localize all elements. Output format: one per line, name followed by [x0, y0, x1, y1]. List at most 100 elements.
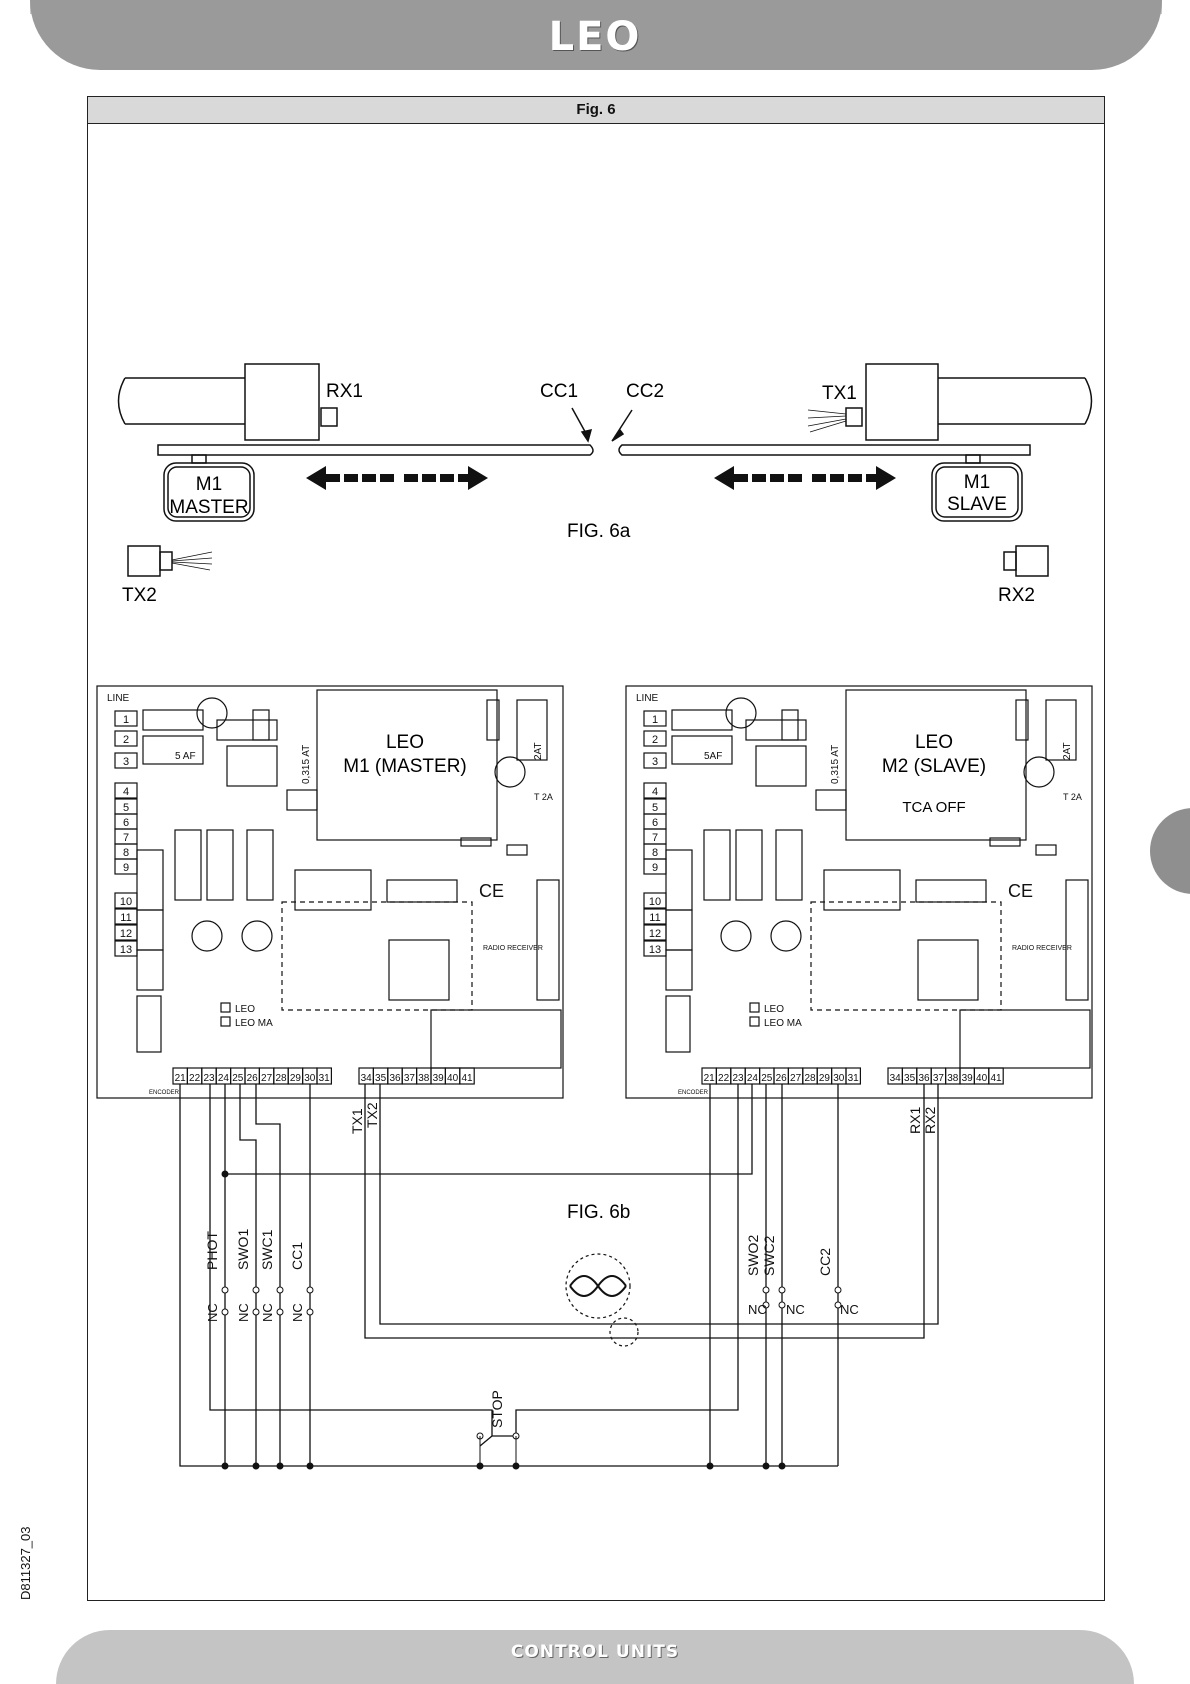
capacitor	[725, 697, 757, 729]
junction	[276, 1462, 284, 1470]
checkbox	[749, 1016, 760, 1027]
component	[815, 789, 847, 811]
line-label: LINE	[107, 693, 130, 704]
fuse-label: 2AT	[1062, 742, 1073, 760]
component	[226, 745, 278, 787]
junction	[706, 1462, 714, 1470]
terminal	[114, 730, 138, 747]
terminal-number: 21	[175, 1073, 187, 1084]
terminal	[114, 710, 138, 727]
terminal-number: 5	[123, 802, 129, 814]
right-post	[938, 377, 1093, 425]
tx2-wire-label: TX2	[364, 1102, 380, 1128]
terminal-number: 6	[123, 817, 129, 829]
contact-node	[778, 1286, 786, 1294]
terminal	[643, 730, 667, 747]
terminal-number: 35	[375, 1073, 387, 1084]
contact-label: PHOT	[204, 1231, 220, 1270]
terminal-number: 9	[123, 862, 129, 874]
tx1-lens	[845, 407, 863, 427]
fuse-label: 2AT	[533, 742, 544, 760]
component	[665, 949, 693, 991]
wiring	[179, 1084, 939, 1470]
terminal-number: 7	[123, 832, 129, 844]
contact-node	[276, 1308, 284, 1316]
m1-motor	[163, 462, 255, 522]
terminal-number: 7	[652, 832, 658, 844]
component	[1015, 699, 1029, 741]
terminal	[643, 710, 667, 727]
contact-node	[221, 1286, 229, 1294]
component	[246, 829, 274, 901]
terminal-number: 3	[652, 756, 658, 768]
terminal	[114, 752, 138, 769]
wire	[255, 1084, 281, 1466]
terminal-number: 22	[718, 1073, 730, 1084]
tx-rx-line-1	[364, 1084, 925, 1339]
contact-node	[834, 1301, 842, 1309]
fig6b-caption: FIG. 6b	[567, 1202, 630, 1223]
terminal-number: 39	[433, 1073, 445, 1084]
contact-node	[834, 1286, 842, 1294]
component	[136, 909, 164, 951]
component	[989, 837, 1021, 847]
component	[136, 995, 162, 1053]
contact-node	[306, 1308, 314, 1316]
terminal-number: 38	[947, 1073, 959, 1084]
component	[430, 1009, 562, 1069]
junction	[252, 1462, 260, 1470]
terminal-number: 22	[189, 1073, 201, 1084]
terminal-number: 34	[361, 1073, 373, 1084]
rx2-wire-label: RX2	[922, 1107, 938, 1134]
terminal-number: 8	[652, 847, 658, 859]
rx1-label: RX1	[326, 381, 363, 402]
terminal	[643, 858, 667, 875]
terminal-number: 25	[761, 1073, 773, 1084]
wire	[479, 1435, 493, 1447]
wire	[239, 1084, 257, 1466]
capacitor	[191, 920, 223, 952]
component	[1035, 844, 1057, 856]
right-leaf	[618, 444, 1031, 456]
left-post	[117, 377, 245, 425]
board-right-subtitle: M2 (SLAVE)	[882, 756, 986, 777]
footer-section: CONTROL UNITS	[510, 1642, 680, 1662]
component	[665, 849, 693, 911]
component	[665, 909, 693, 951]
terminal-number: 41	[461, 1073, 473, 1084]
checkbox	[749, 1002, 760, 1013]
terminal	[114, 892, 138, 909]
component	[823, 869, 901, 911]
component	[216, 719, 278, 741]
terminal-number: 34	[890, 1073, 902, 1084]
checkbox	[220, 1016, 231, 1027]
model-label: LEO MA	[235, 1018, 273, 1029]
phot-bus	[225, 1084, 753, 1175]
nc-label: NC	[840, 1302, 859, 1317]
checkbox	[220, 1002, 231, 1013]
terminal-number: 27	[790, 1073, 802, 1084]
stop-wire-left	[209, 1084, 493, 1424]
terminal	[459, 1067, 475, 1085]
tx1-box	[865, 363, 939, 441]
terminal-number: 8	[123, 847, 129, 859]
junction	[762, 1462, 770, 1470]
terminal-number: 10	[120, 896, 132, 908]
capacitor	[770, 920, 802, 952]
terminal-number: 12	[120, 928, 132, 940]
component	[516, 699, 548, 761]
terminal-number: 31	[319, 1073, 331, 1084]
terminal	[643, 892, 667, 909]
tx2-box	[127, 545, 161, 577]
component	[486, 699, 500, 741]
radio-area	[281, 901, 473, 1011]
component	[174, 829, 202, 901]
capacitor	[494, 756, 526, 788]
terminal	[845, 1067, 861, 1085]
terminal-number: 41	[990, 1073, 1002, 1084]
fuse-label: T 2A	[534, 792, 553, 802]
nc-label: NC	[748, 1302, 767, 1317]
terminal-number: 13	[649, 944, 661, 956]
